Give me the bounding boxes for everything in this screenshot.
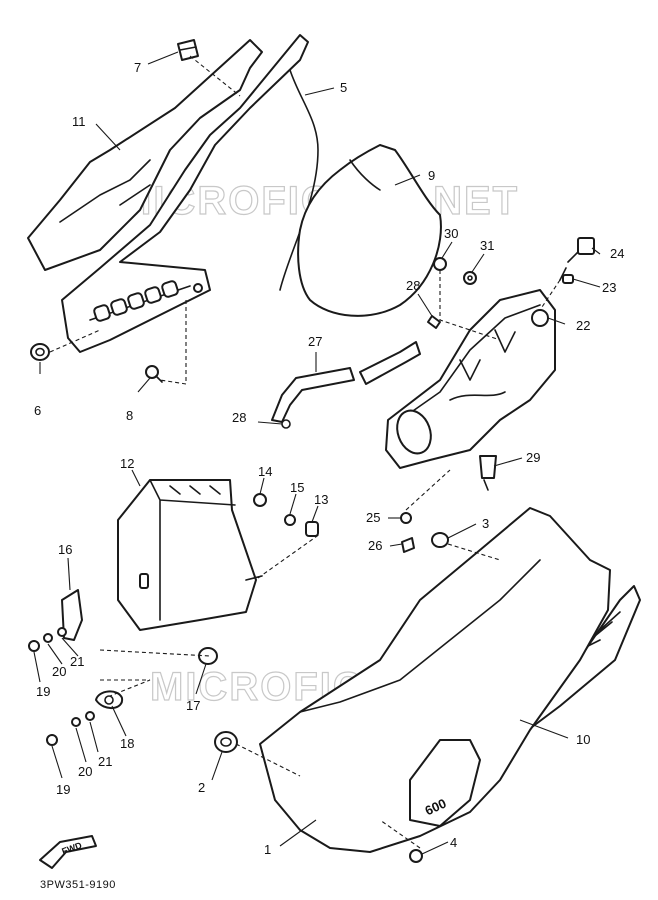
label-11: 11 — [72, 114, 86, 129]
label-22: 22 — [576, 318, 590, 333]
label-21-lower: 21 — [98, 754, 112, 769]
part-labels: 1 2 3 4 5 6 7 8 9 10 11 12 13 14 15 16 1… — [34, 60, 624, 857]
label-13: 13 — [314, 492, 328, 507]
washer-20-upper — [43, 633, 53, 643]
label-18: 18 — [120, 736, 134, 751]
forward-arrow-icon: FWD — [39, 835, 97, 869]
label-16: 16 — [58, 542, 72, 557]
screw-19-upper — [28, 640, 40, 652]
clip-26 — [401, 537, 415, 553]
label-12: 12 — [120, 456, 134, 471]
bolt-30 — [433, 257, 447, 271]
battery-box-12 — [117, 479, 263, 631]
collar-13 — [305, 521, 319, 537]
oil-tank-22 — [385, 289, 556, 469]
label-19-lower: 19 — [56, 782, 70, 797]
bolt-14 — [253, 493, 267, 507]
label-7: 7 — [134, 60, 141, 75]
grommet-6 — [30, 343, 50, 361]
label-17: 17 — [186, 698, 200, 713]
label-28-lower: 28 — [232, 410, 246, 425]
main-side-cover-1: 600 — [259, 507, 611, 853]
label-29: 29 — [526, 450, 540, 465]
seal-plate-9 — [297, 144, 442, 317]
label-15: 15 — [290, 480, 304, 495]
label-23: 23 — [602, 280, 616, 295]
diagram-code: 3PW351-9190 — [40, 879, 116, 891]
breather-hose-27 — [271, 341, 421, 429]
label-4: 4 — [450, 835, 457, 850]
label-10: 10 — [576, 732, 590, 747]
label-31: 31 — [480, 238, 494, 253]
clip-28-upper — [427, 315, 441, 329]
leader-lines — [33, 51, 601, 855]
label-21-upper: 21 — [70, 654, 84, 669]
label-2: 2 — [198, 780, 205, 795]
side-cover-strip-11 — [27, 39, 263, 271]
bolt-29 — [479, 455, 497, 491]
label-1: 1 — [264, 842, 271, 857]
screw-4 — [409, 849, 423, 863]
screw-19-lower — [46, 734, 58, 746]
band-18 — [95, 690, 124, 709]
label-6: 6 — [34, 403, 41, 418]
grommet-7 — [177, 39, 199, 61]
label-3: 3 — [482, 516, 489, 531]
label-19-upper: 19 — [36, 684, 50, 699]
washer-21-lower — [85, 711, 95, 721]
label-28-upper: 28 — [406, 278, 420, 293]
side-cover-frame-5 — [61, 34, 319, 353]
label-26: 26 — [368, 538, 382, 553]
label-20-lower: 20 — [78, 764, 92, 779]
label-20-upper: 20 — [52, 664, 66, 679]
screw-8 — [145, 365, 163, 383]
label-9: 9 — [428, 168, 435, 183]
label-24: 24 — [610, 246, 624, 261]
grommet-2 — [214, 731, 238, 753]
grommet-3 — [431, 532, 449, 548]
label-27: 27 — [308, 334, 322, 349]
washer-15 — [284, 514, 296, 526]
label-30: 30 — [444, 226, 458, 241]
label-5: 5 — [340, 80, 347, 95]
assembly-lines — [49, 55, 561, 849]
washer-21-upper — [57, 627, 67, 637]
washer-20-lower — [71, 717, 81, 727]
oil-fitting-24 — [559, 237, 595, 284]
washer-31 — [463, 271, 477, 285]
nut-25 — [400, 512, 412, 524]
label-8: 8 — [126, 408, 133, 423]
label-14: 14 — [258, 464, 272, 479]
label-25: 25 — [366, 510, 380, 525]
